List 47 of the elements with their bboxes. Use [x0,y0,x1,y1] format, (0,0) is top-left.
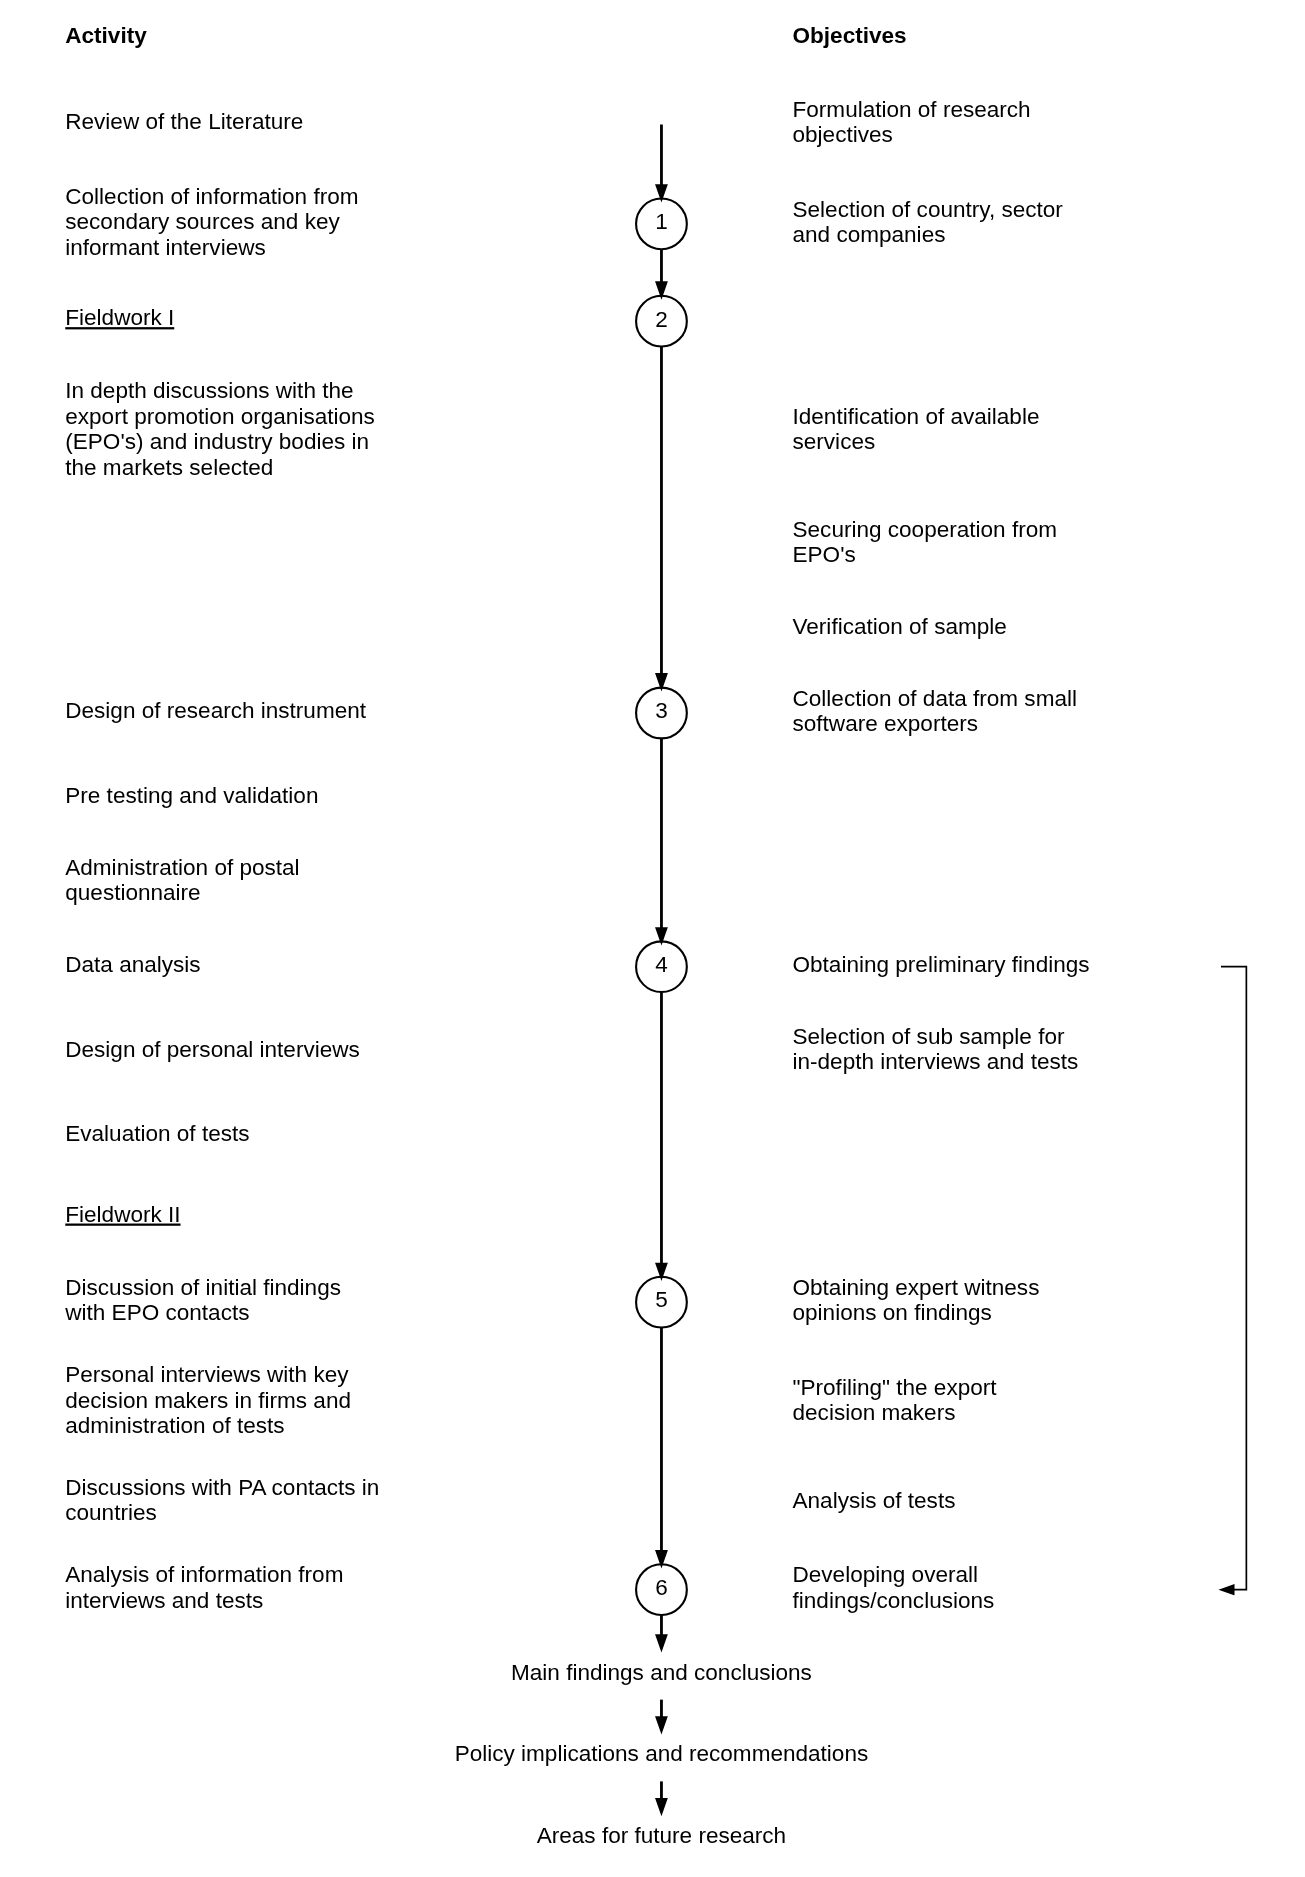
label: Identification of available services [792,403,1039,455]
label: Data analysis [64,952,201,978]
node-text: Areas for future research [536,1823,786,1849]
arrow [654,1781,668,1817]
node-circle: 2 [634,294,688,348]
node-circle: 4 [634,940,688,994]
arrow [654,249,668,300]
node-circle: 1 [634,197,688,251]
label: Review of the Literature [64,109,303,135]
label: Pre testing and validation [64,782,318,808]
label: Obtaining expert witness opinions on findings [792,1274,1039,1326]
label: Fieldwork II [64,1201,181,1227]
label: Analysis of information from interviews and tests [64,1562,343,1613]
label: Selection of sub sample for in-depth interviews and tests [792,1023,1078,1075]
label: Objectives [792,23,907,49]
arrow [654,346,668,692]
label: Collection of data from small software exporters [792,685,1077,737]
node-text: Obtaining preliminary findings [792,952,1090,978]
label: "Profiling" the export decision makers [792,1374,997,1426]
label: Discussion of initial findings with EPO contacts [64,1274,341,1326]
label: Fieldwork I [64,305,174,331]
node-circle: 5 [634,1275,688,1329]
label: Collection of information from secondary sources and key informant interviews [64,183,359,260]
label: Securing cooperation from EPO's [792,516,1057,567]
label: Analysis of tests [792,1487,955,1513]
arrow [654,124,668,203]
label: Design of personal interviews [64,1036,360,1062]
label: Activity [64,23,147,49]
label: Evaluation of tests [64,1121,250,1147]
label: Design of research instrument [64,698,366,724]
arrow [654,1615,668,1653]
arrow [654,992,668,1281]
node-circle: 3 [634,686,688,740]
arrow [654,1699,668,1735]
label: Discussions with PA contacts in countries [64,1474,379,1526]
label: In depth discussions with the export promotion organisations (EPO's) and industry bodies in the markets selected [64,378,375,480]
label: Verification of sample [792,613,1007,639]
node-text: Developing overall findings/conclusions [792,1562,994,1613]
node-circle: 6 [634,1563,688,1617]
node-text: Main findings and conclusions [510,1659,812,1685]
label: Selection of country, sector and companies [792,196,1063,247]
arrow [654,738,668,946]
label: Formulation of research objectives [792,96,1031,147]
label: Personal interviews with key decision makers in firms and administration of tests [64,1362,351,1438]
node-text: Policy implications and recommendations [454,1741,868,1767]
label: Administration of postal questionnaire [64,854,300,906]
arrow [654,1327,668,1569]
